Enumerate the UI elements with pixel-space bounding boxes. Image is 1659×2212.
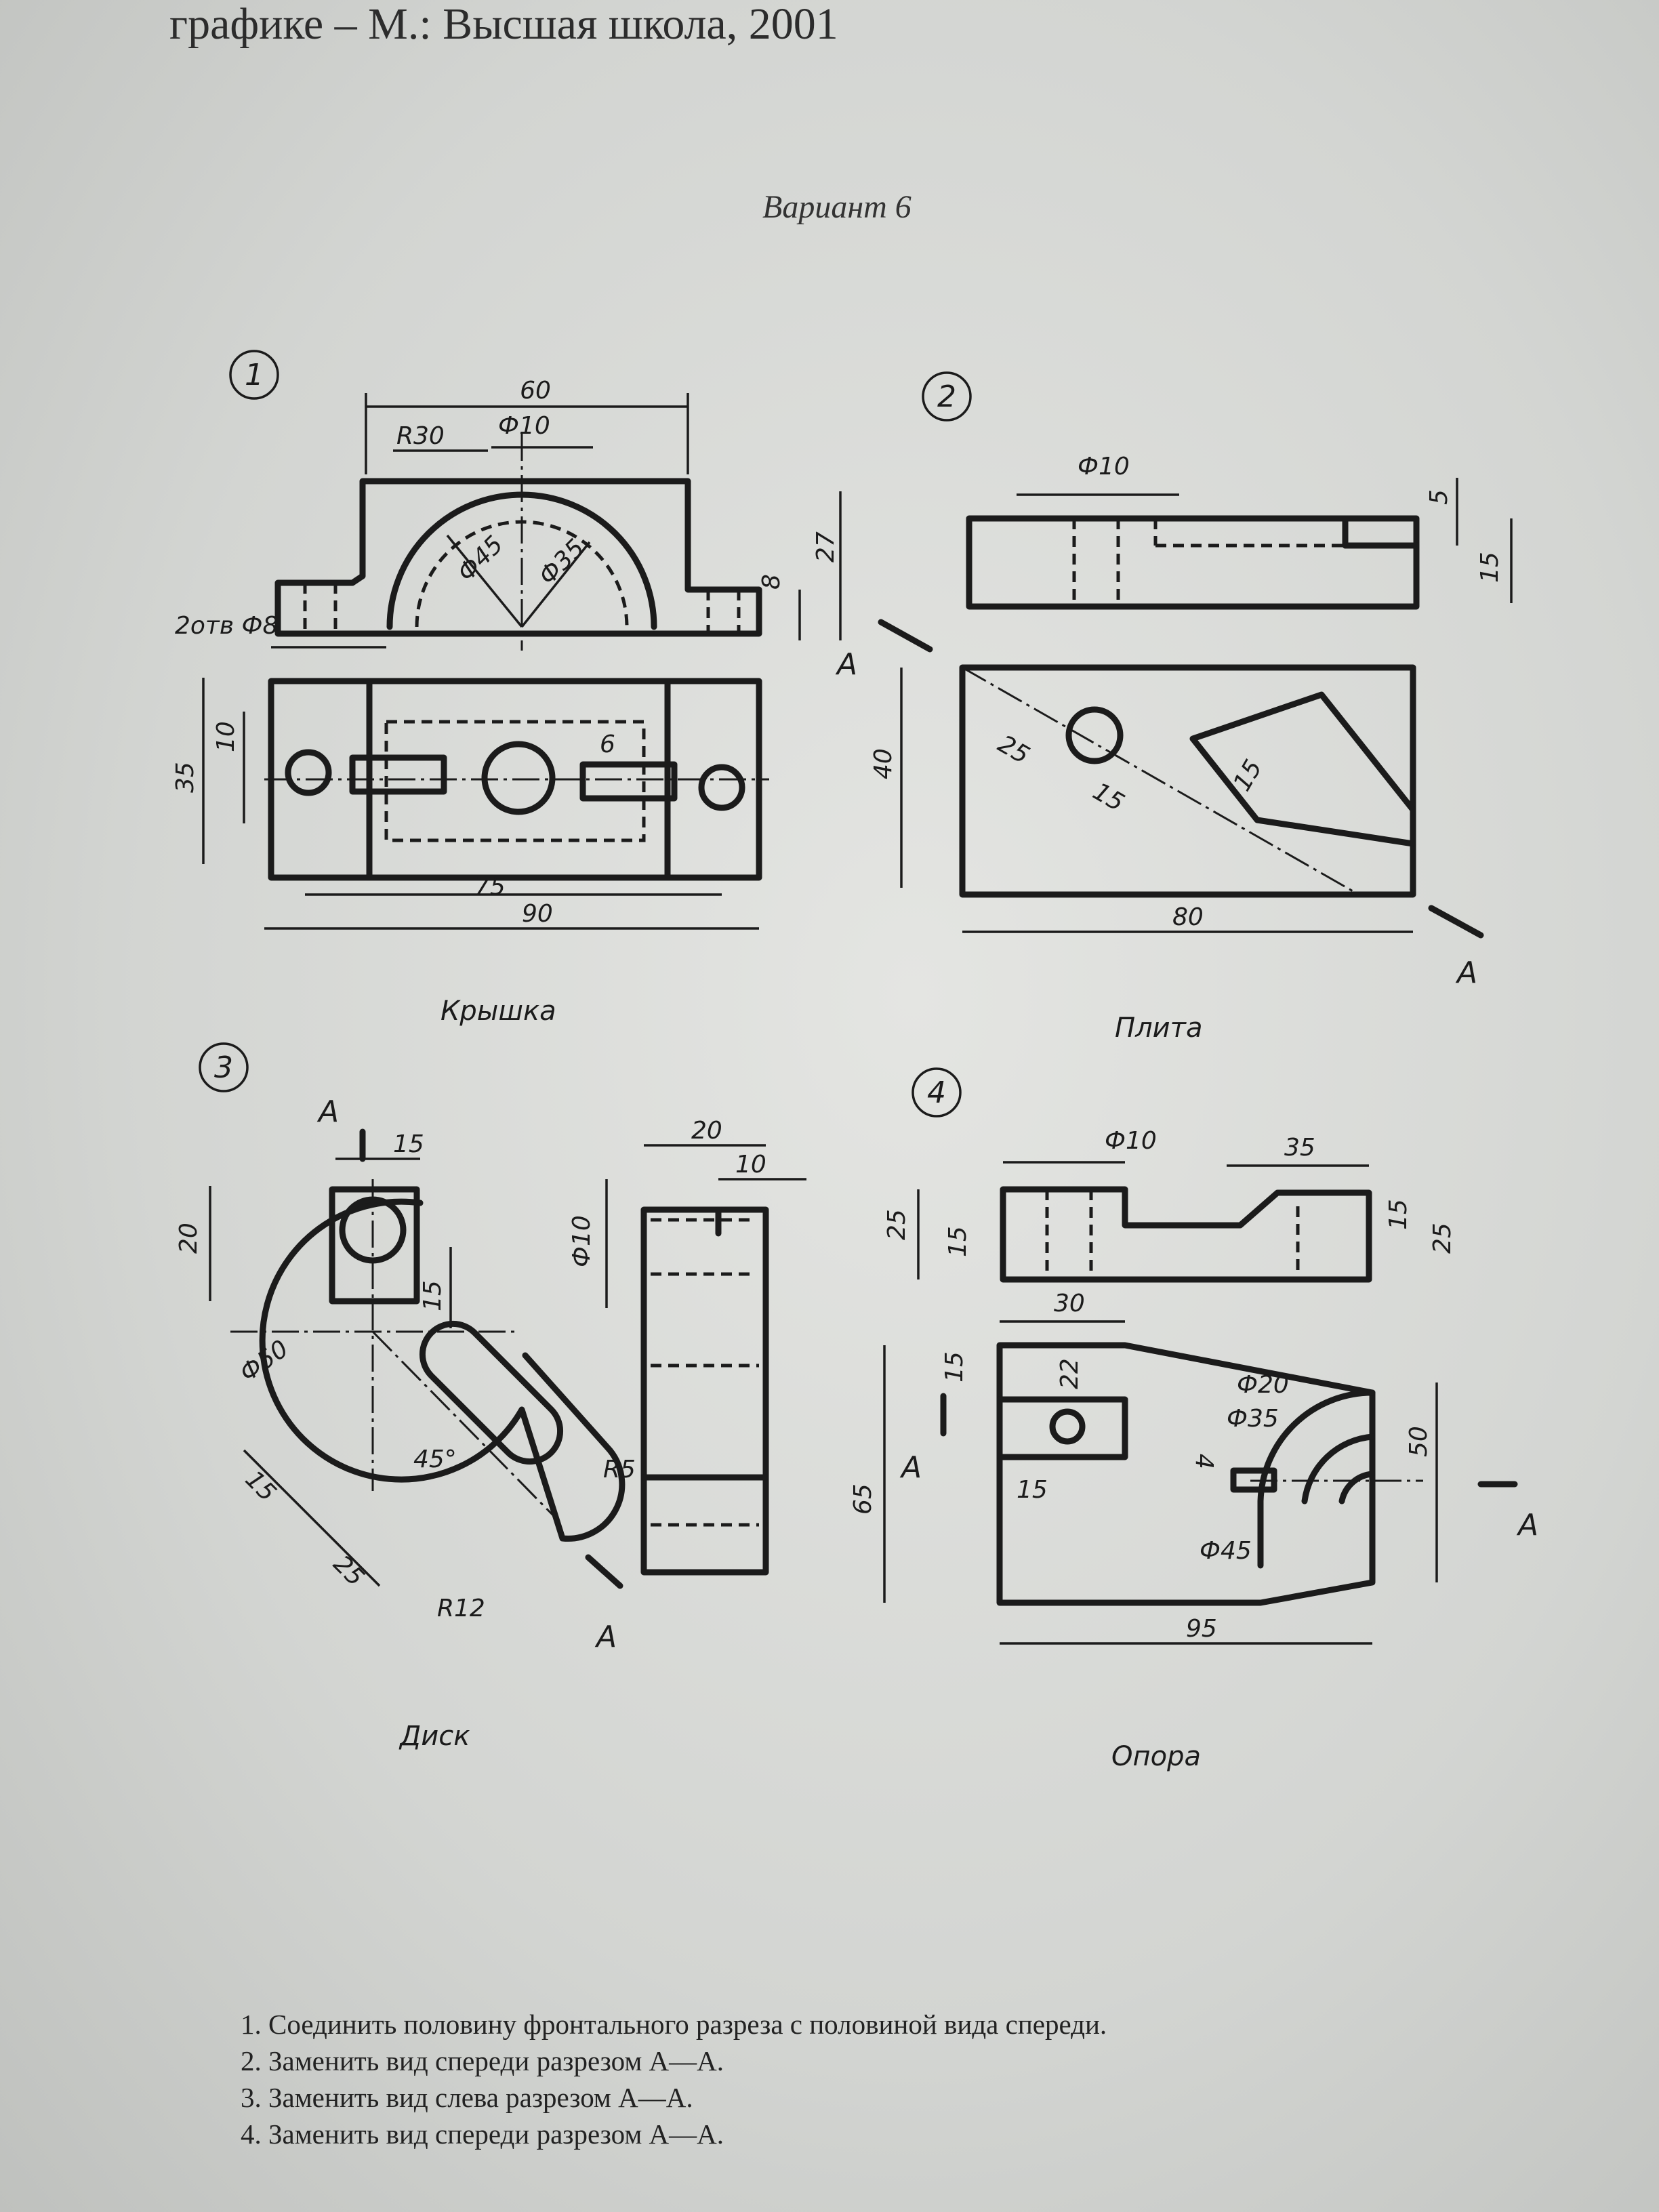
dim-phi10: Ф10 bbox=[568, 1215, 596, 1267]
dim-75: 75 bbox=[474, 873, 506, 901]
dim-20: 20 bbox=[691, 1117, 722, 1145]
dim-65: 65 bbox=[849, 1483, 877, 1515]
top-view-outline bbox=[996, 1342, 1376, 1606]
side-view-outline bbox=[640, 1206, 769, 1576]
task-item: 2. Заменить вид спереди разрезом А—А. bbox=[241, 2045, 724, 2076]
section-mark-a: A bbox=[1516, 1508, 1538, 1542]
dim-25: 25 bbox=[328, 1550, 369, 1591]
disc-outline bbox=[259, 1198, 626, 1542]
figure-3: 3 A 15 20 15 Ф50 45° 15 25 R12 R5 A 20 bbox=[175, 1042, 806, 1752]
dim-5: 5 bbox=[1425, 489, 1453, 505]
dim-r5: R5 bbox=[603, 1456, 636, 1483]
front-view-outline bbox=[966, 515, 1420, 610]
figure-3-name: Диск bbox=[398, 1721, 470, 1752]
dim-95: 95 bbox=[1186, 1615, 1217, 1643]
top-view-outline bbox=[959, 664, 1416, 898]
dim-phi10: Ф10 bbox=[1105, 1127, 1157, 1155]
dim-phi10: Ф10 bbox=[498, 412, 550, 440]
dim-60: 60 bbox=[520, 377, 551, 405]
variant-title: Вариант 6 bbox=[762, 189, 912, 225]
dim-80: 80 bbox=[1172, 903, 1204, 931]
dim-phi20: Ф20 bbox=[1237, 1371, 1289, 1399]
section-mark-a: A bbox=[316, 1094, 339, 1129]
figure-number: 4 bbox=[927, 1076, 946, 1110]
figure-number: 1 bbox=[245, 358, 264, 392]
dim-27: 27 bbox=[812, 531, 840, 562]
dim-10: 10 bbox=[212, 721, 240, 752]
page-header: графике – М.: Высшая школа, 2001 bbox=[169, 0, 838, 49]
dim-r30: R30 bbox=[396, 422, 445, 450]
dim-10: 10 bbox=[735, 1151, 766, 1179]
dim-6: 6 bbox=[600, 731, 615, 758]
figure-4: 4 Ф10 35 25 15 15 25 30 15 22 4 15 65 Ф2… bbox=[849, 1067, 1538, 1772]
dim-15: 15 bbox=[393, 1130, 424, 1158]
dim-40: 40 bbox=[869, 748, 897, 779]
section-mark-a: A bbox=[835, 647, 857, 682]
figure-2: 2 Ф10 5 15 40 25 15 15 80 A A Плита bbox=[835, 371, 1513, 1044]
task-item: 1. Соединить половину фронтального разре… bbox=[241, 2009, 1107, 2040]
section-mark-a: A bbox=[594, 1620, 617, 1654]
dim-15b: 15 bbox=[419, 1280, 447, 1311]
dim-22: 22 bbox=[1056, 1358, 1084, 1389]
figure-2-name: Плита bbox=[1115, 1012, 1202, 1044]
dim-25b: 25 bbox=[1429, 1223, 1456, 1254]
figure-number: 3 bbox=[214, 1050, 233, 1085]
dim-15: 15 bbox=[1476, 552, 1504, 583]
figure-1-name: Крышка bbox=[441, 996, 556, 1027]
figure-4-name: Опора bbox=[1111, 1741, 1201, 1772]
front-view-outline bbox=[274, 478, 762, 637]
task-list: 1. Соединить половину фронтального разре… bbox=[241, 2006, 1107, 2152]
dim-15c: 15 bbox=[240, 1465, 281, 1507]
section-mark-a: A bbox=[899, 1450, 922, 1485]
dim-4: 4 bbox=[1190, 1454, 1218, 1469]
dim-8: 8 bbox=[758, 574, 785, 590]
dim-phi35: Ф35 bbox=[1227, 1405, 1279, 1433]
dim-15c: 15 bbox=[941, 1351, 968, 1382]
dim-15: 15 bbox=[944, 1226, 972, 1257]
dim-phi45: Ф45 bbox=[1200, 1537, 1252, 1565]
task-item: 4. Заменить вид спереди разрезом А—А. bbox=[241, 2118, 724, 2150]
dim-phi45: Ф45 bbox=[452, 531, 508, 587]
dim-45: 45° bbox=[413, 1446, 457, 1473]
dim-25: 25 bbox=[994, 730, 1034, 769]
dim-holes: 2отв Ф8 bbox=[175, 612, 278, 640]
dim-20: 20 bbox=[175, 1223, 203, 1254]
dim-25: 25 bbox=[883, 1209, 911, 1240]
dim-35: 35 bbox=[1284, 1134, 1315, 1162]
figure-number: 2 bbox=[937, 380, 956, 414]
dim-30: 30 bbox=[1054, 1290, 1085, 1317]
dim-phi10: Ф10 bbox=[1078, 453, 1130, 480]
dim-90: 90 bbox=[522, 900, 553, 928]
section-mark-a: A bbox=[1455, 956, 1477, 990]
dim-15d: 15 bbox=[1017, 1476, 1048, 1504]
dim-50: 50 bbox=[1405, 1426, 1433, 1457]
task-item: 3. Заменить вид слева разрезом А—А. bbox=[241, 2082, 693, 2113]
figure-1: 1 60 R30 Ф10 Ф45 Ф35 27 8 2отв Ф8 bbox=[171, 350, 842, 1027]
dim-15b: 15 bbox=[1385, 1199, 1412, 1230]
figure-number-circle bbox=[229, 350, 279, 400]
dim-15a: 15 bbox=[1088, 777, 1129, 817]
front-view-outline bbox=[1000, 1186, 1372, 1283]
dim-35: 35 bbox=[171, 762, 199, 793]
dim-r12: R12 bbox=[437, 1595, 485, 1622]
